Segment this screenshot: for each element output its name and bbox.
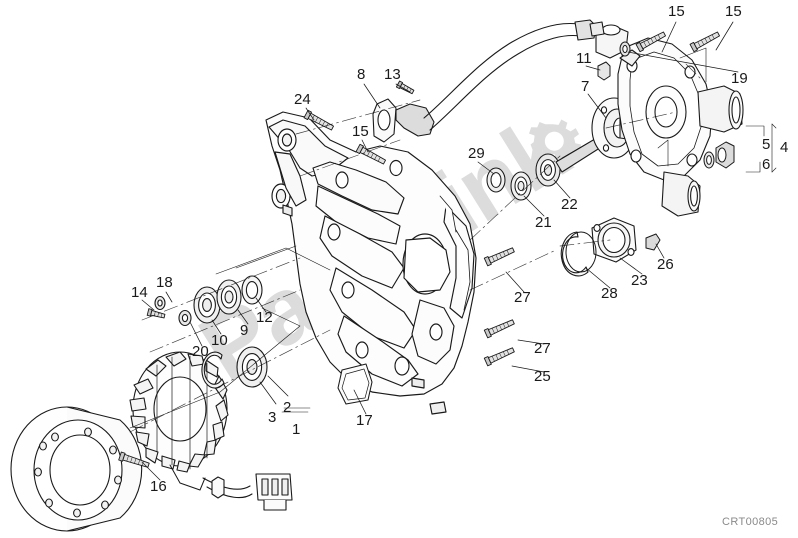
fitting-5-6 — [703, 141, 735, 169]
callout-1: 1 — [292, 421, 301, 438]
sensor-cable — [423, 19, 605, 131]
callout-13: 13 — [384, 66, 401, 83]
callout-18: 18 — [156, 274, 173, 291]
clamp-bracket-8 — [372, 98, 435, 143]
washer-19 — [619, 41, 631, 57]
callout-27-b: 27 — [534, 340, 551, 357]
callout-14: 14 — [131, 284, 148, 301]
callout-28: 28 — [601, 285, 618, 302]
callout-17: 17 — [356, 412, 373, 429]
callout-24: 24 — [294, 91, 311, 108]
callout-19: 19 — [731, 70, 748, 87]
bolt-11-plug — [597, 61, 611, 81]
callout-15-a: 15 — [352, 123, 369, 140]
callout-7: 7 — [581, 78, 590, 95]
callout-27-a: 27 — [514, 289, 531, 306]
stator-wiring — [202, 473, 293, 511]
stator-coil — [129, 351, 229, 491]
callout-6: 6 — [762, 156, 771, 173]
callout-3: 3 — [268, 409, 277, 426]
callout-23: 23 — [631, 272, 648, 289]
callout-29: 29 — [468, 145, 485, 162]
thermostat-flange-23 — [591, 217, 637, 263]
oil-seal-29 — [486, 167, 506, 193]
callout-5: 5 — [762, 136, 771, 153]
callout-8: 8 — [357, 66, 366, 83]
callout-10: 10 — [211, 332, 228, 349]
cover-gasket-17 — [337, 363, 373, 405]
bearing-21 — [510, 171, 532, 201]
leader-lines — [141, 21, 739, 481]
assembly-axis-lines — [129, 63, 701, 433]
flywheel-rotor — [10, 406, 143, 532]
callout-16: 16 — [150, 478, 167, 495]
crankcase-cover — [265, 111, 477, 415]
callout-15-b: 15 — [668, 3, 685, 20]
callout-12: 12 — [256, 309, 273, 326]
waterpump-housing — [595, 24, 744, 217]
callout-15-c: 15 — [725, 3, 742, 20]
circlip-28 — [560, 231, 597, 277]
callout-4: 4 — [780, 139, 789, 156]
callout-25: 25 — [534, 368, 551, 385]
callout-26: 26 — [657, 256, 674, 273]
callout-21: 21 — [535, 214, 552, 231]
callout-2: 2 — [283, 399, 292, 416]
callout-22: 22 — [561, 196, 578, 213]
part-code-label: CRT00805 — [722, 516, 779, 528]
generator-shaft-bearings — [154, 275, 268, 389]
callout-20: 20 — [192, 343, 209, 360]
grouping-guides — [129, 47, 777, 429]
bearing-22 — [535, 153, 561, 187]
callout-9: 9 — [240, 322, 249, 339]
callout-11: 11 — [576, 50, 592, 67]
